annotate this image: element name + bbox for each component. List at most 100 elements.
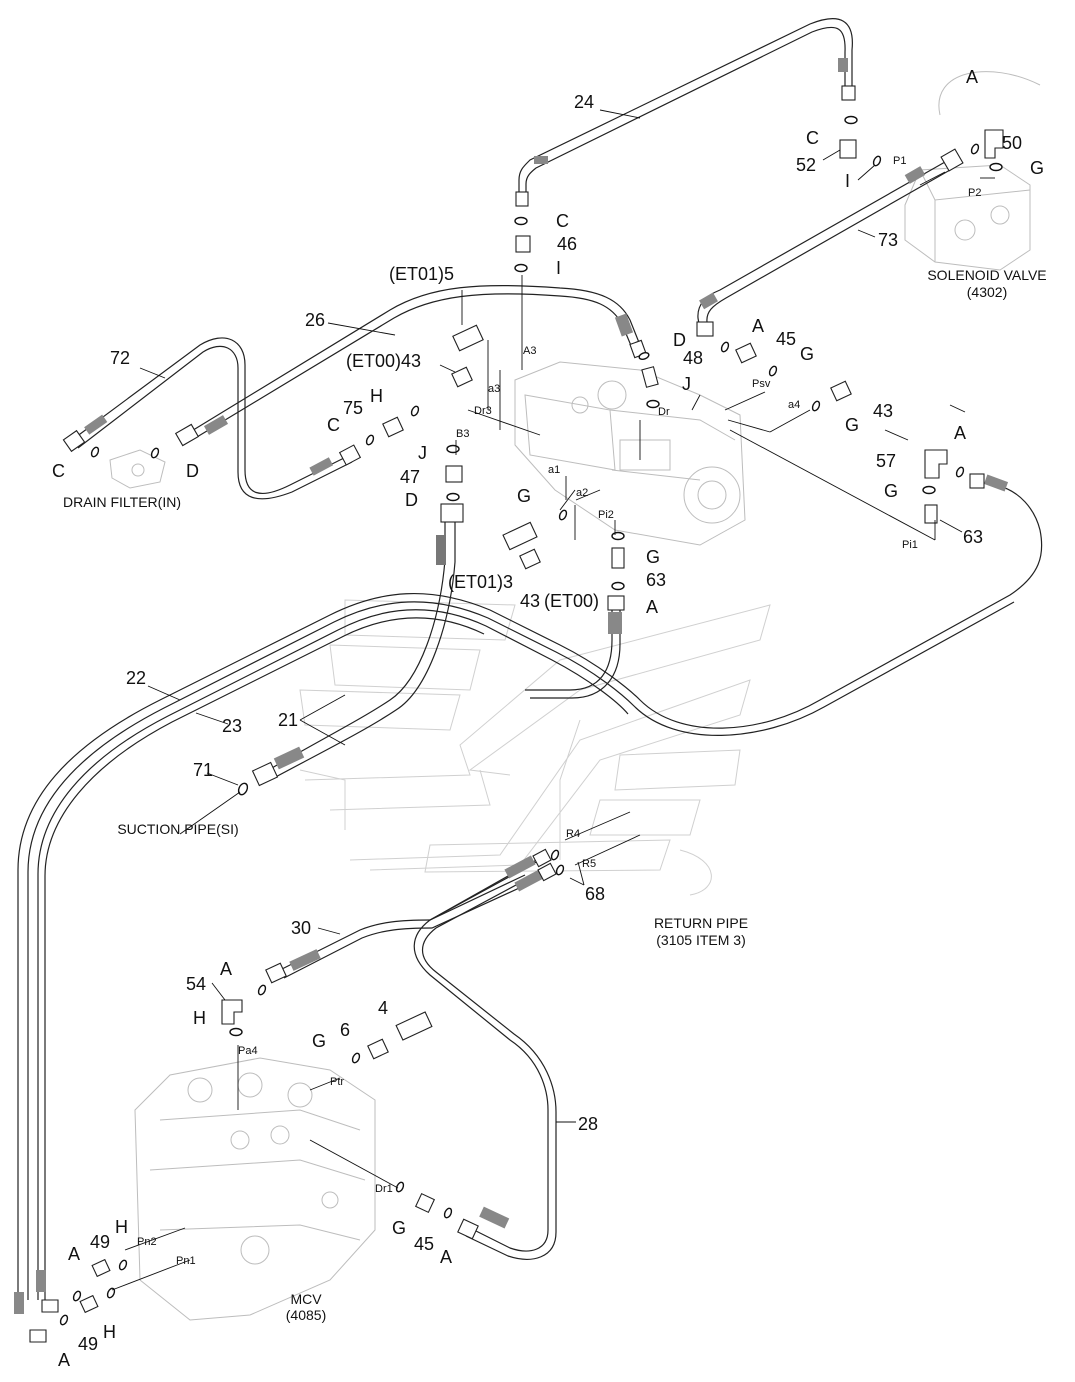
caption-return-pipe-item: (3105 ITEM 3) (656, 932, 745, 948)
label-57: 57 (876, 451, 896, 471)
sensor-4 (395, 1011, 433, 1041)
label-28: 28 (578, 1114, 598, 1134)
letter-D-1: D (673, 330, 686, 350)
label-43b: 43 (873, 401, 893, 421)
tee-fitting-52 (839, 139, 857, 159)
elbow-48 (641, 366, 659, 388)
caption-suction-pipe: SUCTION PIPE(SI) (117, 821, 238, 837)
elbow-fitting-50 (984, 129, 1004, 159)
label-et00: (ET00) (544, 591, 599, 611)
port-a3: a3 (488, 383, 500, 395)
label-73: 73 (878, 230, 898, 250)
hose-72 (62, 337, 362, 500)
letter-G-7: G (312, 1031, 326, 1051)
letter-H-4: H (103, 1322, 116, 1342)
label-45a: 45 (776, 329, 796, 349)
label-48: 48 (683, 348, 703, 368)
port-P2: P2 (968, 187, 981, 199)
drain-filter-ghost (109, 449, 166, 489)
mcv-ghost (134, 1057, 376, 1321)
port-A3: A3 (523, 345, 536, 357)
elbow-mcv-a (41, 1299, 59, 1313)
port-Pa4: Pa4 (238, 1045, 258, 1057)
caption-mcv: MCV (290, 1291, 322, 1307)
nipple-45b (414, 1192, 436, 1214)
caption-solenoid-code: (4302) (967, 284, 1007, 300)
label-49b: 49 (78, 1334, 98, 1354)
nipple-47 (445, 465, 463, 483)
port-Pn2: Pn2 (137, 1236, 157, 1248)
sensor-3 (502, 521, 538, 551)
port-B3: B3 (456, 428, 469, 440)
port-R4: R4 (566, 828, 580, 840)
label-4: 4 (378, 998, 388, 1018)
nipple-49b (79, 1294, 99, 1314)
letter-D-3: D (405, 490, 418, 510)
hose-73 (696, 148, 964, 337)
part-labels: 24 52 50 46 73 26 (ET01)5 (ET00)43 72 75… (78, 92, 1022, 1354)
letter-G-7b: G (392, 1218, 406, 1238)
port-Pi1: Pi1 (902, 539, 918, 551)
label-24: 24 (574, 92, 594, 112)
port-Pn1: Pn1 (176, 1255, 196, 1267)
letter-G-1: G (1030, 158, 1044, 178)
label-72: 72 (110, 348, 130, 368)
nipple-63a (924, 504, 938, 524)
letter-H-1: H (370, 386, 383, 406)
caption-solenoid-valve: SOLENOID VALVE (927, 267, 1046, 283)
hose-21 (251, 503, 464, 787)
letter-G-2: G (800, 344, 814, 364)
letter-I-2: I (556, 258, 561, 278)
port-Psv: Psv (752, 378, 771, 390)
port-R5: R5 (582, 858, 596, 870)
port-a4: a4 (788, 399, 800, 411)
main-pump-ghost (514, 361, 746, 546)
letter-C-3: C (327, 415, 340, 435)
label-et00-43: (ET00)43 (346, 351, 421, 371)
nipple-6 (367, 1038, 389, 1060)
letter-A-4: A (646, 597, 658, 617)
port-Dr: Dr (658, 406, 670, 418)
solenoid-valve-ghost (904, 71, 1041, 271)
label-54: 54 (186, 974, 206, 994)
letter-G-6: G (646, 547, 660, 567)
seal-letter-labels: C C C C I I A A A A A A A A G G G G G G … (52, 67, 1044, 1370)
port-Ptr: Ptr (330, 1076, 344, 1088)
captions: SOLENOID VALVE (4302) DRAIN FILTER(IN) S… (63, 267, 1047, 1323)
label-22: 22 (126, 668, 146, 688)
letter-C-4: C (52, 461, 65, 481)
plug-43a (451, 366, 473, 388)
hose-30 (265, 874, 529, 984)
letter-C-1: C (806, 128, 819, 148)
label-49a: 49 (90, 1232, 110, 1252)
nipple-49a (91, 1258, 111, 1278)
letter-A-1: A (966, 67, 978, 87)
letter-I-1: I (845, 171, 850, 191)
plug-43c (519, 548, 541, 570)
nipple-63b (611, 547, 625, 569)
hose-24 (515, 18, 856, 207)
letter-H-2: H (193, 1008, 206, 1028)
letter-C-2: C (556, 211, 569, 231)
letter-A-2: A (752, 316, 764, 336)
fittings (29, 129, 1004, 1343)
elbow-57 (924, 449, 948, 479)
label-6: 6 (340, 1020, 350, 1040)
label-63a: 63 (963, 527, 983, 547)
label-23: 23 (222, 716, 242, 736)
letter-A-3: A (954, 423, 966, 443)
port-labels: P1 P2 A3 a3 Dr3 Dr Psv a4 B3 a1 a2 Pi2 P… (137, 155, 981, 1267)
port-Pi2: Pi2 (598, 509, 614, 521)
letter-A-7: A (68, 1244, 80, 1264)
label-50: 50 (1002, 133, 1022, 153)
label-et01-5: (ET01)5 (389, 264, 454, 284)
nipple-75 (382, 416, 404, 438)
frame-chevrons-ghost (299, 599, 771, 896)
letter-A-8: A (58, 1350, 70, 1370)
letter-A-6: A (440, 1247, 452, 1267)
port-a2: a2 (576, 487, 588, 499)
elbow-mcv-b (29, 1329, 47, 1343)
label-et01-3: (ET01)3 (448, 572, 513, 592)
